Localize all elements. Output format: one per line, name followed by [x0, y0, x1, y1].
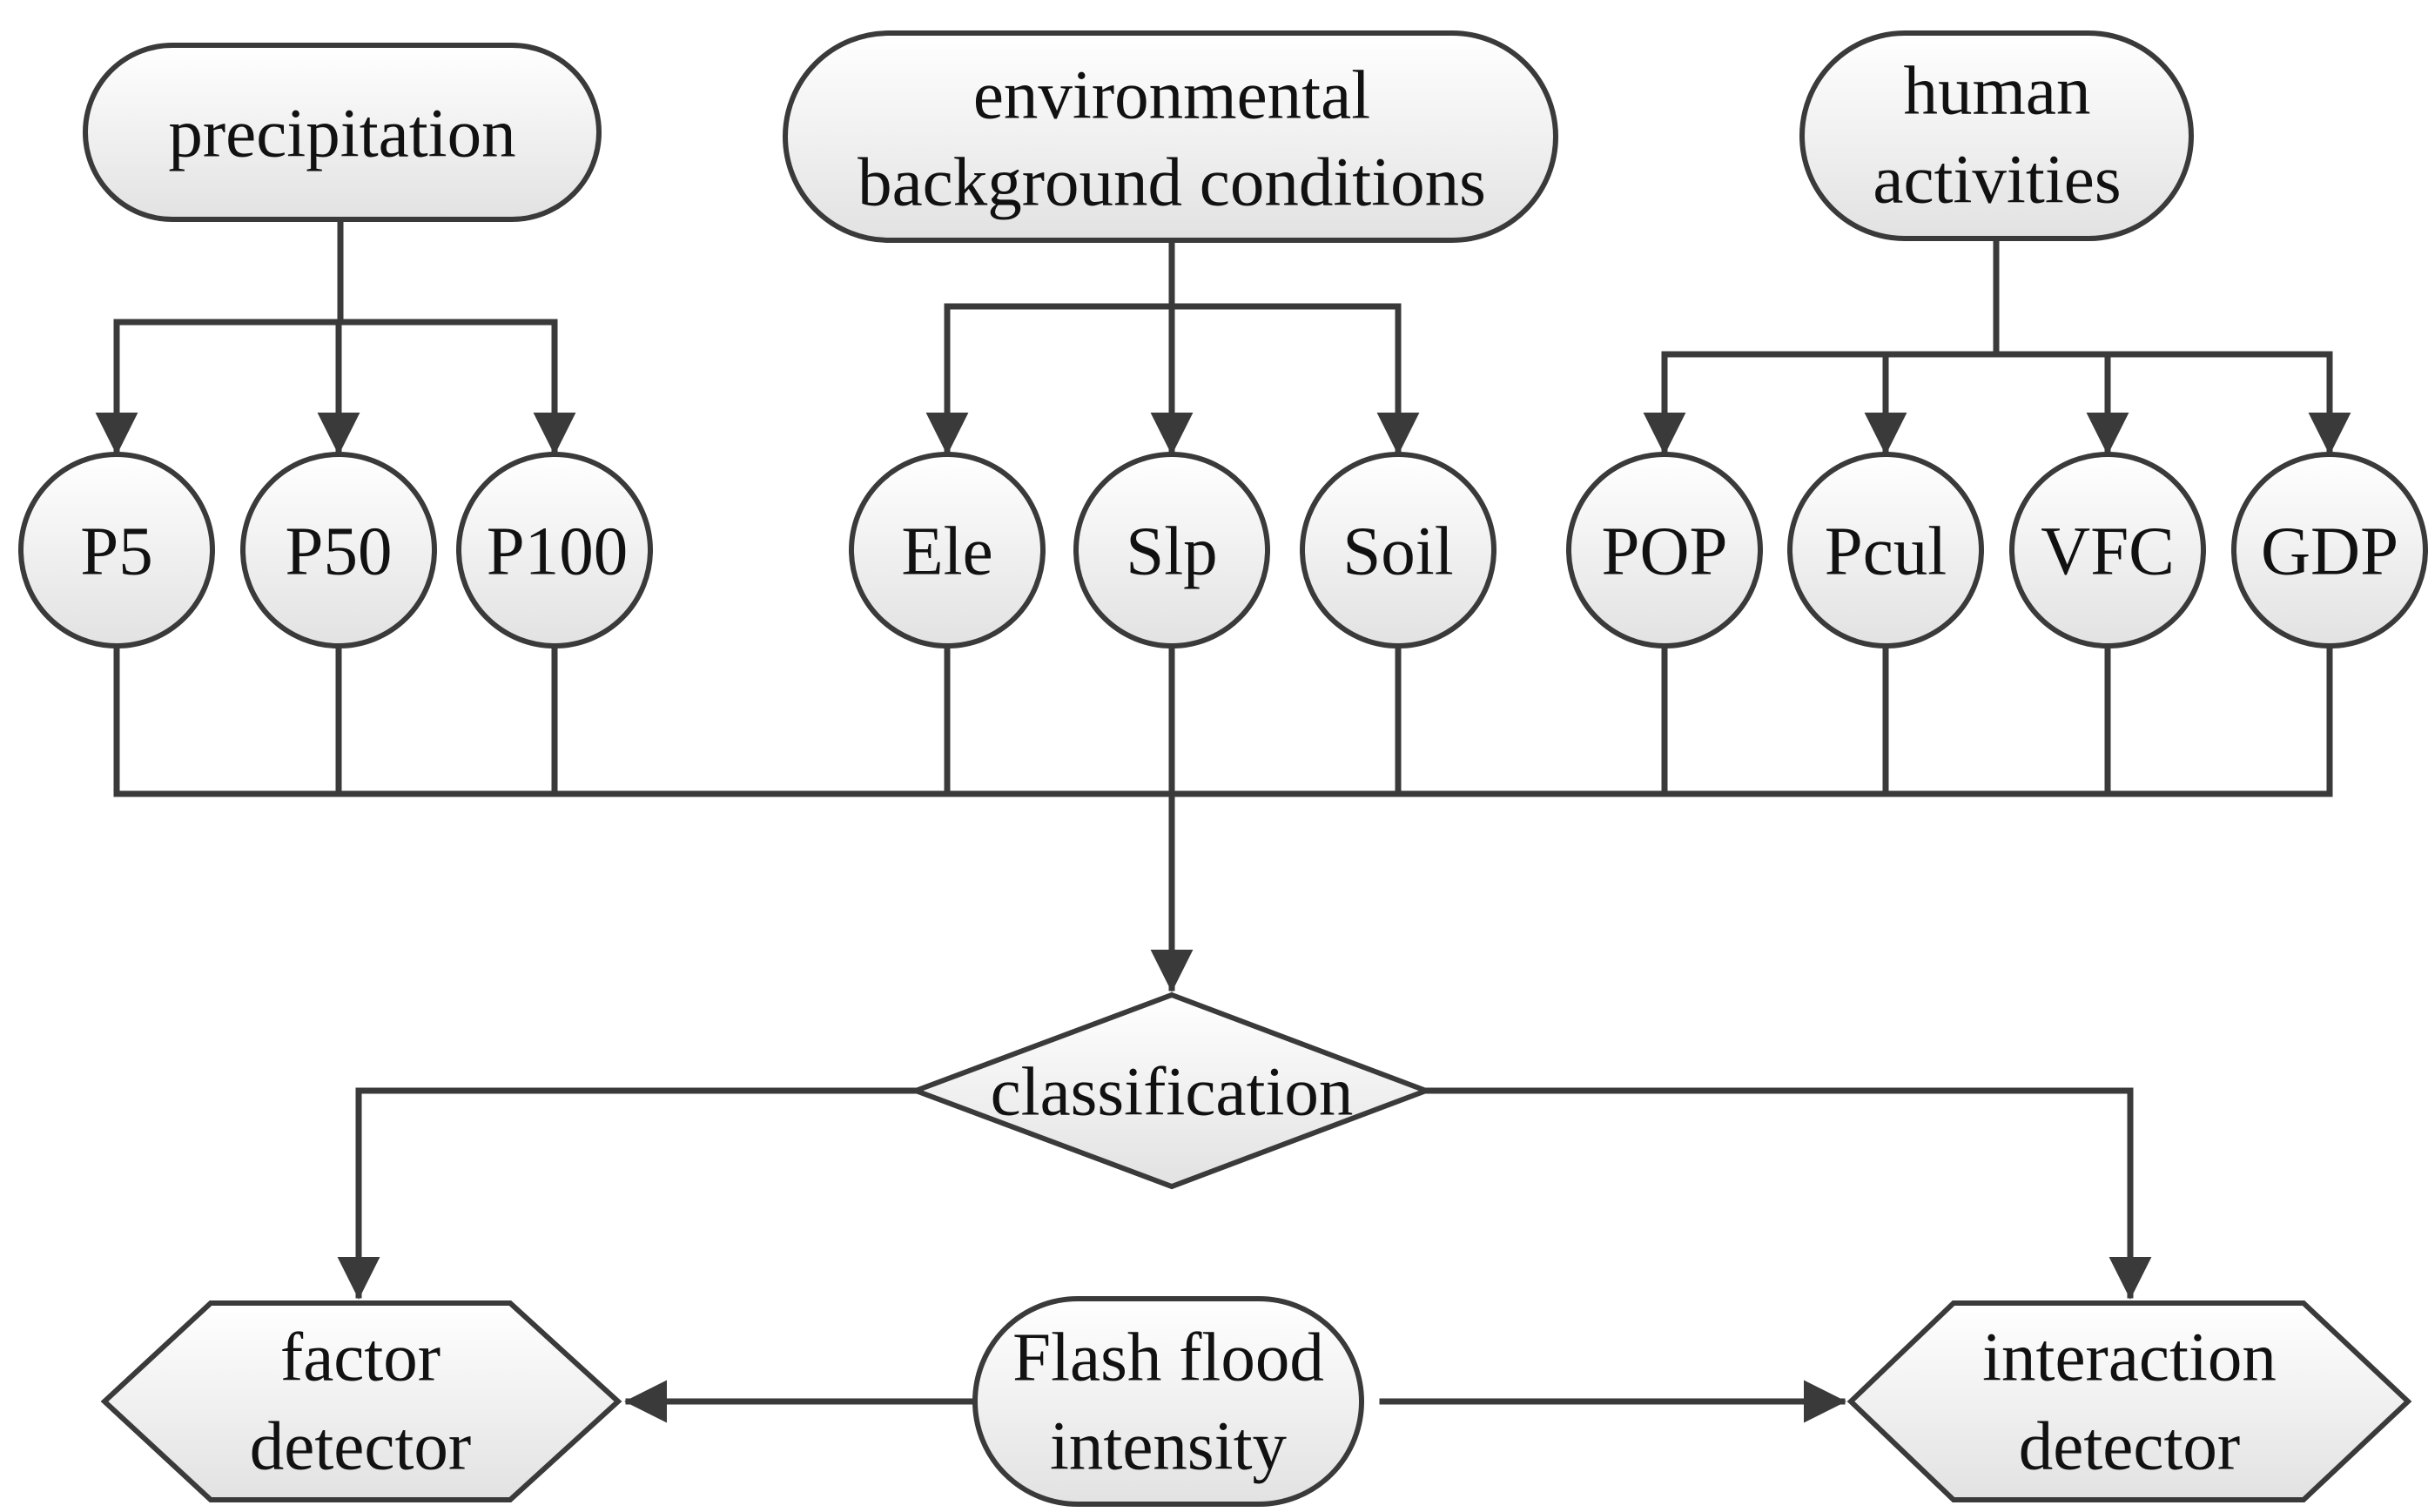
- environment-label-line2: background conditions: [858, 145, 1486, 221]
- factor-pcul-label: Pcul: [1825, 514, 1947, 590]
- factor-gdp: GDP: [2231, 452, 2428, 648]
- factor-pcul: Pcul: [1787, 452, 1984, 648]
- factor-detector-line2: detector: [250, 1409, 471, 1485]
- factor-slp: Slp: [1073, 452, 1270, 648]
- factor-soil-label: Soil: [1342, 514, 1453, 590]
- factor-p100: P100: [456, 452, 653, 648]
- factor-p5-label: P5: [80, 514, 152, 590]
- factor-p50: P50: [240, 452, 437, 648]
- category-environment: environmental background conditions: [783, 30, 1558, 243]
- interaction-detector-line1: interaction: [1982, 1320, 2277, 1396]
- flash-flood-line2: intensity: [1050, 1409, 1288, 1485]
- environment-label-line1: environmental: [973, 58, 1370, 134]
- arrow-to-interaction-detector: [1422, 1087, 2152, 1300]
- factor-pop: POP: [1566, 452, 1763, 648]
- factor-slp-label: Slp: [1126, 514, 1217, 590]
- human-label-line1: human: [1903, 54, 2090, 130]
- factor-p50-label: P50: [286, 514, 393, 590]
- flash-flood-line1: Flash flood: [1012, 1320, 1324, 1396]
- classification-diamond: classification: [908, 991, 1434, 1190]
- interaction-detector-line2: detector: [2019, 1409, 2240, 1485]
- factor-p100-label: P100: [487, 514, 628, 590]
- flash-flood-intensity: Flash flood intensity: [972, 1296, 1364, 1507]
- factor-p5: P5: [18, 452, 215, 648]
- factor-pop-label: POP: [1602, 514, 1728, 590]
- factor-vfc-label: VFC: [2041, 514, 2175, 590]
- factor-detector-line1: factor: [280, 1320, 441, 1396]
- factor-gdp-label: GDP: [2261, 514, 2398, 590]
- classification-label: classification: [991, 1055, 1354, 1131]
- connectors: [95, 218, 2351, 1423]
- arrow-to-factor-detector: [337, 1087, 918, 1300]
- human-label-line2: activities: [1873, 143, 2121, 218]
- category-precipitation: precipitation: [83, 43, 602, 222]
- interaction-detector: interaction detector: [1846, 1300, 2412, 1502]
- factor-ele-label: Ele: [901, 514, 992, 590]
- factor-vfc: VFC: [2009, 452, 2206, 648]
- factor-ele: Ele: [849, 452, 1046, 648]
- factor-soil: Soil: [1300, 452, 1496, 648]
- category-human: human activities: [1799, 30, 2194, 241]
- precipitation-label: precipitation: [168, 97, 515, 172]
- factor-detector: factor detector: [100, 1300, 622, 1502]
